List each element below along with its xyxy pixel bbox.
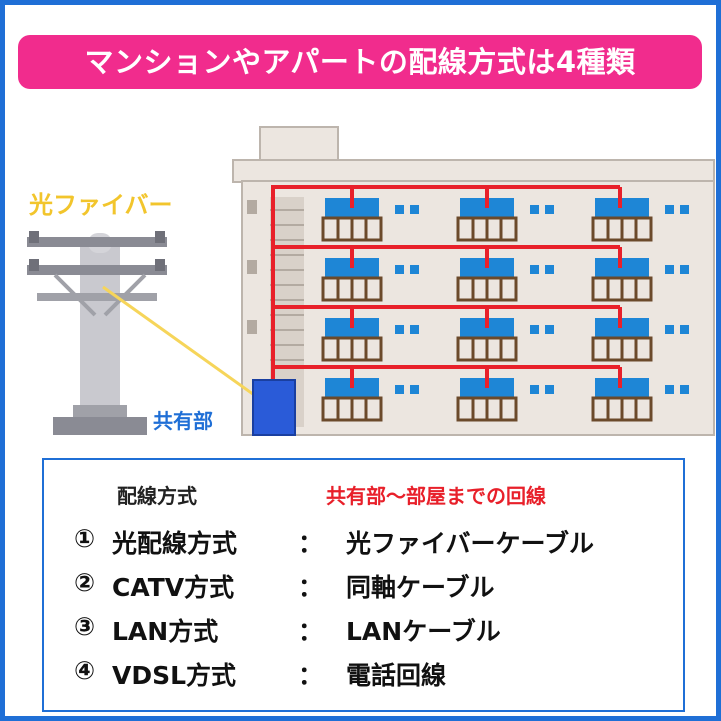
table-row: ① 光配線方式 ： 光ファイバーケーブル xyxy=(74,524,674,564)
row-separator: ： xyxy=(298,661,324,690)
page-title: マンションやアパートの配線方式は4種類 xyxy=(18,35,702,89)
row-cable: 同軸ケーブル xyxy=(346,573,495,602)
fiber-line xyxy=(102,285,258,399)
header-cable: 共有部〜部屋までの回線 xyxy=(326,484,546,508)
fiber-label: 光ファイバー xyxy=(29,191,173,219)
header-method: 配線方式 xyxy=(117,484,197,508)
row-cable: LANケーブル xyxy=(346,617,501,646)
row-cable: 光ファイバーケーブル xyxy=(346,529,595,558)
row-number: ① xyxy=(74,524,96,553)
row-method: LAN方式 xyxy=(112,617,219,646)
row-cable: 電話回線 xyxy=(346,661,447,690)
row-method: CATV方式 xyxy=(112,573,235,602)
shared-area-box xyxy=(252,379,296,436)
indoor-wiring xyxy=(271,185,622,388)
row-separator: ： xyxy=(298,617,324,646)
row-method: VDSL方式 xyxy=(112,661,237,690)
building-illustration xyxy=(27,126,715,436)
shared-area-label: 共有部 xyxy=(153,409,213,433)
row-separator: ： xyxy=(298,573,324,602)
row-separator: ： xyxy=(298,529,324,558)
utility-pole-icon xyxy=(27,231,167,435)
table-row: ③ LAN方式 ： LANケーブル xyxy=(74,612,674,652)
table-row: ② CATV方式 ： 同軸ケーブル xyxy=(74,568,674,608)
row-number: ④ xyxy=(74,656,96,685)
table-row: ④ VDSL方式 ： 電話回線 xyxy=(74,656,674,696)
row-number: ② xyxy=(74,568,96,597)
row-method: 光配線方式 xyxy=(112,529,238,558)
row-number: ③ xyxy=(74,612,96,641)
wiring-methods-table: 配線方式 共有部〜部屋までの回線 ① 光配線方式 ： 光ファイバーケーブル ② … xyxy=(42,458,685,712)
